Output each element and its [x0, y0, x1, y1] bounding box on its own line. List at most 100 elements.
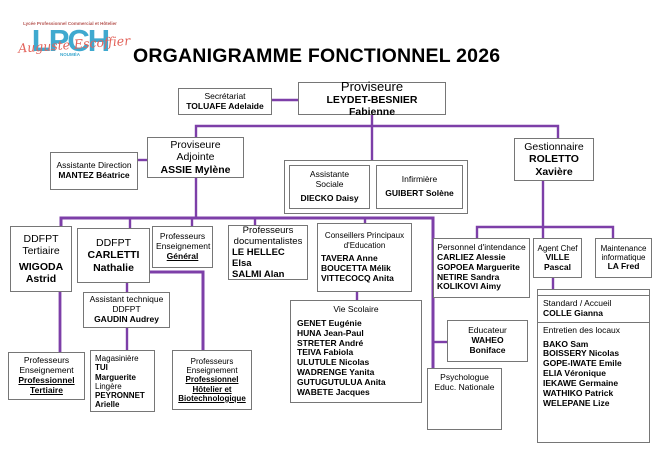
- org-box-line: KOLIKOVI Aimy: [437, 281, 501, 292]
- org-box-line: Vie Scolaire: [333, 304, 379, 314]
- org-box-line: WIGODA: [18, 261, 64, 273]
- org-box-line: GUTUGUTULUA Anita: [297, 377, 386, 388]
- org-box-line: GAUDIN Audrey: [94, 313, 159, 324]
- connector: [194, 124, 560, 139]
- org-box-line: DIECKO Daisy: [300, 192, 359, 203]
- org-box-line: Conseillers Principaux: [324, 231, 405, 241]
- org-box-line: Sociale: [315, 179, 344, 190]
- org-box-line: ULUTULE Nicolas: [297, 357, 370, 368]
- org-box-line: GENET Eugénie: [297, 317, 362, 328]
- org-box-line: CARLIEZ Alessie: [437, 251, 506, 262]
- org-box-line: Professeurs: [23, 355, 70, 366]
- org-box-line: Proviseure Adjointe: [170, 139, 221, 164]
- org-box-line: Educateur: [468, 325, 507, 336]
- org-box-line: VILLE: [545, 251, 570, 262]
- org-box-line: informatique: [601, 253, 646, 263]
- org-box-line: BOISSERY Nicolas: [543, 348, 620, 359]
- org-box-line: IEKAWE Germaine: [543, 378, 619, 389]
- org-box-line: WATHIKO Patrick: [543, 387, 614, 398]
- org-box-line: PEYRONNET: [95, 391, 145, 401]
- logo-acronym: LPCH: [31, 23, 110, 58]
- org-box-line: Biotechnologique: [178, 393, 246, 403]
- org-box-line: Arielle: [95, 400, 120, 410]
- org-box-line: DDFPT: [23, 232, 59, 245]
- org-box-line: TAVERA Anne: [321, 252, 378, 263]
- org-box-line: TUI Marguerite: [95, 363, 136, 382]
- org-box-line: COLLE Gianna: [543, 307, 603, 318]
- org-box-line: HUNA Jean-Paul: [297, 327, 364, 338]
- org-box-line: NETIRE Sandra: [437, 271, 500, 282]
- org-box-line: Gestionnaire: [524, 141, 584, 154]
- org-box-line: Maintenance: [600, 243, 647, 253]
- org-box-line: Pascal: [544, 261, 571, 272]
- org-box-line: LEYDET-BESNIER Fabienne: [326, 93, 418, 119]
- box-header-strip: [538, 290, 649, 296]
- org-box-line: Assistante: [309, 169, 350, 180]
- org-box-line: Professionnel: [18, 375, 75, 385]
- org-box-line: Astrid: [25, 273, 57, 286]
- org-box-line: Educ. Nationale: [434, 381, 495, 392]
- org-box-line: Hôtelier et: [192, 384, 232, 394]
- org-box-line: Boniface: [469, 344, 506, 355]
- org-box-line: Psychologue: [440, 372, 489, 382]
- page-title: ORGANIGRAMME FONCTIONNEL 2026: [133, 45, 501, 67]
- org-box-line: Secrétariat: [204, 90, 246, 101]
- org-box-line: GUIBERT Solène: [385, 188, 454, 198]
- org-box-line: VITTECOCQ Anita: [321, 272, 394, 283]
- org-box-line: DDFPT: [112, 304, 141, 315]
- org-box-line: Assistante Direction: [56, 160, 132, 171]
- org-box-line: Professeurs: [242, 224, 294, 236]
- org-box-line: Général: [166, 250, 199, 261]
- org-box-line: WADRENGE Yanita: [297, 367, 375, 378]
- org-box-line: documentalistes: [233, 235, 303, 247]
- org-box-line: d'Education: [343, 240, 386, 250]
- connector: [475, 225, 615, 238]
- org-box-line: WELEPANE Lize: [543, 397, 610, 408]
- org-box-line: Lingère: [95, 381, 122, 391]
- org-box-line: LA Fred: [607, 261, 640, 272]
- org-box-line: Personnel d'intendance: [437, 242, 526, 252]
- org-box-line: Infirmière: [401, 174, 438, 185]
- org-box-line: TEIVA Fabiola: [297, 347, 354, 358]
- org-box-line: Tertiaire: [30, 384, 63, 395]
- org-box-line: Enseignement: [186, 366, 238, 376]
- org-box-line: STRETER André: [297, 337, 364, 348]
- org-box-line: Agent Chef: [537, 243, 578, 253]
- org-box-line: WAHEO: [471, 335, 504, 346]
- org-box-line: DDFPT: [96, 237, 131, 250]
- org-box-line: GOPE-IWATE Emile: [543, 358, 622, 369]
- org-box-line: GOPOEA Marguerite: [437, 261, 520, 272]
- org-box-line: ASSIE Mylène: [160, 163, 231, 176]
- logo-city: NOUMÉA: [60, 52, 80, 58]
- org-box-line: Magasinière: [95, 354, 139, 363]
- org-box-line: Nathalie: [93, 261, 134, 274]
- org-box-line: Enseignement: [156, 241, 211, 252]
- org-box-line: WABETE Jacques: [297, 386, 370, 397]
- school-logo: Lycée Professionnel Commercial et Hôteli…: [14, 21, 131, 69]
- org-box-line: LE HELLEC Elsa: [232, 247, 285, 270]
- org-box-line: BAKO Sam: [543, 338, 589, 349]
